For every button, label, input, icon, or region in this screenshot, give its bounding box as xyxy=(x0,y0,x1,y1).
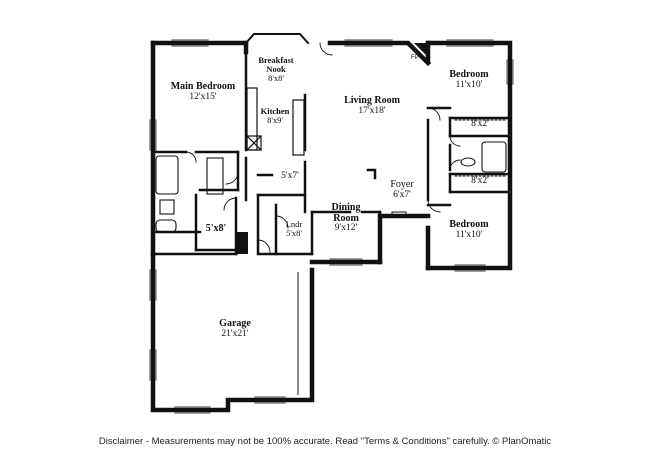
bath-fixtures xyxy=(155,141,507,233)
windows xyxy=(149,39,514,414)
exterior-walls xyxy=(150,40,513,413)
closet-top-label: 8'x2' xyxy=(471,119,489,129)
closet-doors xyxy=(454,119,506,177)
front-door xyxy=(391,211,407,218)
bedroom-top-label: Bedroom 11'x10' xyxy=(449,69,489,90)
living-room-label: Living Room 17'x18' xyxy=(344,95,400,116)
stair-block xyxy=(236,232,248,254)
laundry-label: Lndr 5'x8' xyxy=(285,219,303,238)
kitchen-counters xyxy=(246,87,305,156)
disclaimer-text: Disclaimer - Measurements may not be 100… xyxy=(98,436,552,447)
bath-label: 5'x8' xyxy=(205,223,227,234)
hall-label: 5'x7' xyxy=(281,171,299,181)
closet-bottom-label: 8'x2' xyxy=(471,176,489,186)
fireplace-label: FP xyxy=(411,55,419,61)
main-bedroom-label: Main Bedroom 12'x15' xyxy=(170,81,236,102)
bedroom-bottom-label: Bedroom 11'x10' xyxy=(449,219,489,240)
garage-label: Garage 21'x21' xyxy=(219,318,251,339)
breakfast-nook-label: Breakfast Nook 8'x8' xyxy=(258,55,294,83)
bay-window xyxy=(244,33,310,45)
kitchen-label: Kitchen 8'x9' xyxy=(260,106,290,125)
door-swings xyxy=(185,42,461,253)
fireplace-icon xyxy=(414,43,428,57)
interior-walls xyxy=(151,50,512,256)
dining-room-label: Dining Room 9'x12' xyxy=(331,202,361,233)
foyer-label: Foyer 6'x7' xyxy=(390,179,414,200)
